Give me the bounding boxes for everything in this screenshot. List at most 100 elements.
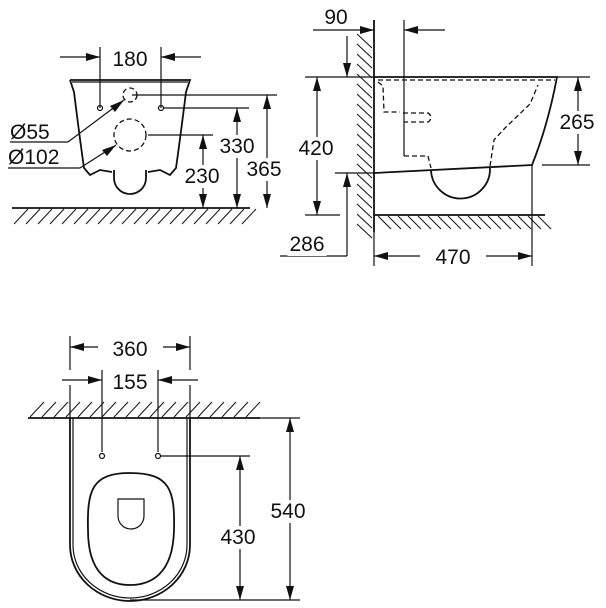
hatch-line [13,208,29,225]
hatch-line [356,103,373,119]
hatch-line [356,33,373,49]
lid-bumper [117,498,145,530]
hatch-line [53,401,69,418]
label-background [244,158,284,181]
hatch-line [185,401,201,418]
hatch-line [149,401,165,418]
hatch-line [169,208,185,225]
hatch-line [233,401,249,418]
label-background [110,338,150,361]
arrow-icon [518,252,532,260]
dimension-286: 286 [280,172,374,257]
arrow-icon [313,77,321,91]
dim-470: 470 [435,246,470,269]
label-background [218,526,258,549]
label-background [182,165,222,188]
dim-540: 540 [270,500,305,523]
arrow-icon [236,586,244,600]
hatch-line [356,133,373,149]
toilet-inner-outline [72,418,188,599]
hatch-line [427,215,442,230]
arrow-icon [161,53,175,61]
arrow-icon [88,376,102,384]
hatch-line [37,208,53,225]
toilet-top-outline [69,418,191,602]
arrow-icon [404,26,418,34]
arrow-icon [236,456,244,470]
hatch-line [507,215,522,230]
dimension-inlet-diameter: Ø55 [8,99,125,144]
hatching [13,33,552,418]
hatch-line [387,215,402,230]
dimension-330: 330 [217,108,257,208]
hatch-line [113,401,129,418]
hatch-line [125,401,141,418]
label-background [6,146,62,169]
hatch-line [137,401,153,418]
hatch-line [467,215,482,230]
label-background [8,121,52,144]
hatch-line [356,143,373,159]
toilet-front-outline [69,79,192,177]
dimension-420: 420 [296,77,340,216]
dimension-430: 430 [161,455,258,600]
arrow-icon [574,151,582,165]
outlet-circle [113,118,147,152]
arrow-icon [343,63,351,77]
hatch-line [61,208,77,225]
arrow-icon [176,343,190,351]
fixing-hole [98,452,106,460]
arrow-icon [263,194,271,208]
arrow-icon [574,77,582,91]
hatch-line [356,83,373,99]
dim-330: 330 [219,135,254,158]
dim-430: 430 [220,526,255,549]
hatch-line [65,401,81,418]
hatch-line [356,173,373,189]
hidden-outline [377,81,539,169]
hatch-line [157,208,173,225]
hatch-line [407,215,422,230]
hatch-line [25,208,41,225]
dimension-outlet-diameter: Ø102 [6,144,117,169]
arrow-icon [233,108,241,122]
hatch-line [109,208,125,225]
hatch-line [205,208,221,225]
toilet-side-outline [373,76,559,174]
hatch-line [477,215,492,230]
dimension-155: 155 [62,370,198,452]
dim-inlet-diameter: Ø55 [10,121,50,144]
hatch-line [447,215,462,230]
hatch-line [356,213,373,229]
hatch-line [356,73,373,89]
hatch-line [487,215,502,230]
label-background [268,500,308,523]
arrow-icon [199,194,207,208]
dimension-265: 265 [542,76,597,166]
dim-360: 360 [112,338,147,361]
hatch-line [145,208,161,225]
dimension-365: 365 [244,95,284,208]
hatch-line [377,215,392,230]
hatch-line [356,203,373,219]
hatch-line [537,215,552,230]
hatch-line [437,215,452,230]
arrow-icon [343,173,351,187]
hatch-line [356,63,373,79]
label-background [110,371,150,394]
hatch-line [356,53,373,69]
arrow-icon [233,194,241,208]
arrow-icon [374,252,388,260]
hatch-line [356,153,373,169]
dimension-180: 180 [60,47,201,108]
label-background [433,246,473,269]
arrow-icon [199,135,207,149]
hatch-line [356,193,373,209]
dim-155: 155 [112,371,147,394]
dim-230: 230 [184,165,219,188]
dim-286: 286 [289,233,324,256]
hatch-line [356,93,373,109]
dimension-230: 230 [182,135,222,208]
side-view: 90 420 286 265 47 [280,6,597,269]
